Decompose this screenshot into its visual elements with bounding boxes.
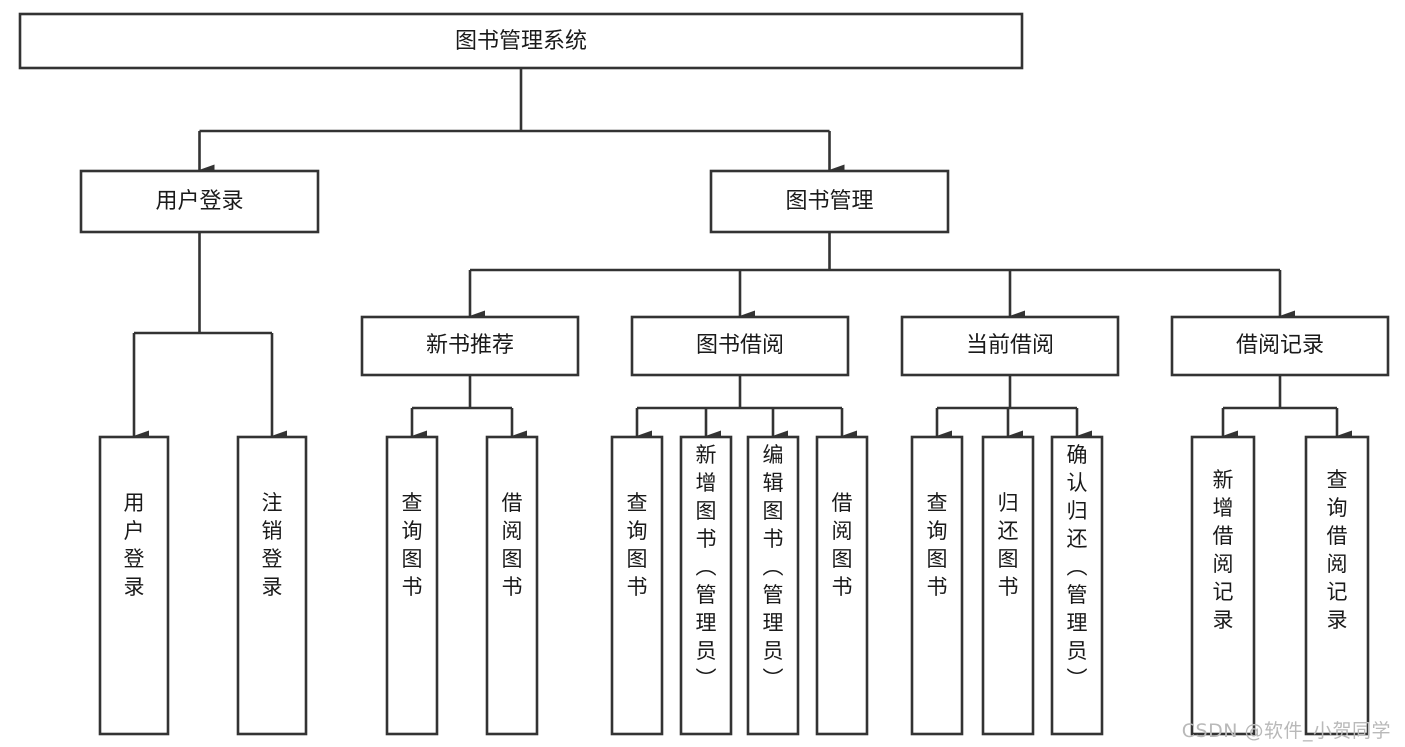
leaf-bb-edit-book-label: 编辑图书︵管理员︶ [763,443,784,691]
leaf-nbr-borrow-book-box[interactable] [485,435,539,736]
leaf-br-add-record[interactable]: 新增借阅记录 [1190,435,1256,736]
leaf-bb-borrow-book-box[interactable] [815,435,869,736]
node-current-borrow[interactable]: 当前借阅 [900,315,1120,377]
leaf-cb-confirm-return-label: 确认归还︵管理员︶ [1067,443,1088,691]
node-root-label: 图书管理系统 [455,29,587,54]
leaf-bb-borrow-book-label: 借阅图书 [832,491,853,599]
leaf-user-login-do-box[interactable] [98,435,170,736]
node-borrow-records-label: 借阅记录 [1236,333,1324,358]
leaf-cb-return-book-box[interactable] [981,435,1035,736]
leaf-nbr-query-book[interactable]: 查询图书 [385,435,439,736]
node-book-manage-box[interactable] [709,169,950,234]
leaf-bb-add-book[interactable]: 新增图书︵管理员︶ [679,435,733,736]
leaf-cb-return-book[interactable]: 归还图书 [981,435,1035,736]
node-book-manage-label: 图书管理 [785,189,873,214]
node-borrow-records-box[interactable] [1170,315,1390,377]
leaf-bb-borrow-book[interactable]: 借阅图书 [815,435,869,736]
node-current-borrow-box[interactable] [900,315,1120,377]
node-root-box[interactable] [18,12,1024,70]
leaf-bb-edit-book-box[interactable] [746,435,800,736]
node-book-borrow[interactable]: 图书借阅 [630,315,850,377]
csdn-watermark: CSDN @软件_小贺同学 [1181,720,1391,742]
node-new-book-recommend-label: 新书推荐 [426,333,514,358]
leaf-br-query-record-label: 查询借阅记录 [1327,468,1348,632]
leaf-cb-query-book-box[interactable] [910,435,964,736]
node-borrow-records[interactable]: 借阅记录 [1170,315,1390,377]
leaf-user-logout-box[interactable] [236,435,308,736]
leaf-bb-edit-book[interactable]: 编辑图书︵管理员︶ [746,435,800,736]
leaf-nbr-query-book-box[interactable] [385,435,439,736]
leaf-bb-query-book[interactable]: 查询图书 [610,435,664,736]
leaf-bb-add-book-label: 新增图书︵管理员︶ [696,443,717,691]
node-root[interactable]: 图书管理系统 [18,12,1024,70]
leaf-br-query-record-box[interactable] [1304,435,1370,736]
connector-layer [132,68,1352,442]
leaf-cb-query-book-label: 查询图书 [927,491,948,599]
leaf-bb-add-book-box[interactable] [679,435,733,736]
node-book-manage[interactable]: 图书管理 [709,169,950,234]
node-book-borrow-label: 图书借阅 [696,333,784,358]
leaf-user-login-do-label: 用户登录 [124,491,145,599]
leaf-nbr-borrow-book[interactable]: 借阅图书 [485,435,539,736]
leaf-nbr-query-book-label: 查询图书 [402,491,423,599]
leaf-user-logout[interactable]: 注销登录 [236,435,308,736]
node-user-login[interactable]: 用户登录 [79,169,320,234]
node-user-login-label: 用户登录 [155,189,243,214]
node-book-borrow-box[interactable] [630,315,850,377]
node-user-login-box[interactable] [79,169,320,234]
node-new-book-recommend[interactable]: 新书推荐 [360,315,580,377]
leaf-cb-confirm-return-box[interactable] [1050,435,1104,736]
leaf-cb-return-book-label: 归还图书 [998,491,1019,599]
leaf-user-logout-label: 注销登录 [262,491,283,599]
leaf-cb-query-book[interactable]: 查询图书 [910,435,964,736]
node-current-borrow-label: 当前借阅 [966,333,1054,358]
leaf-bb-query-book-box[interactable] [610,435,664,736]
leaf-cb-confirm-return[interactable]: 确认归还︵管理员︶ [1050,435,1104,736]
leaf-user-login-do[interactable]: 用户登录 [98,435,170,736]
leaf-br-add-record-box[interactable] [1190,435,1256,736]
leaf-bb-query-book-label: 查询图书 [627,491,648,599]
leaf-br-query-record[interactable]: 查询借阅记录 [1304,435,1370,736]
leaf-nbr-borrow-book-label: 借阅图书 [502,491,523,599]
node-new-book-recommend-box[interactable] [360,315,580,377]
leaf-br-add-record-label: 新增借阅记录 [1213,468,1234,632]
